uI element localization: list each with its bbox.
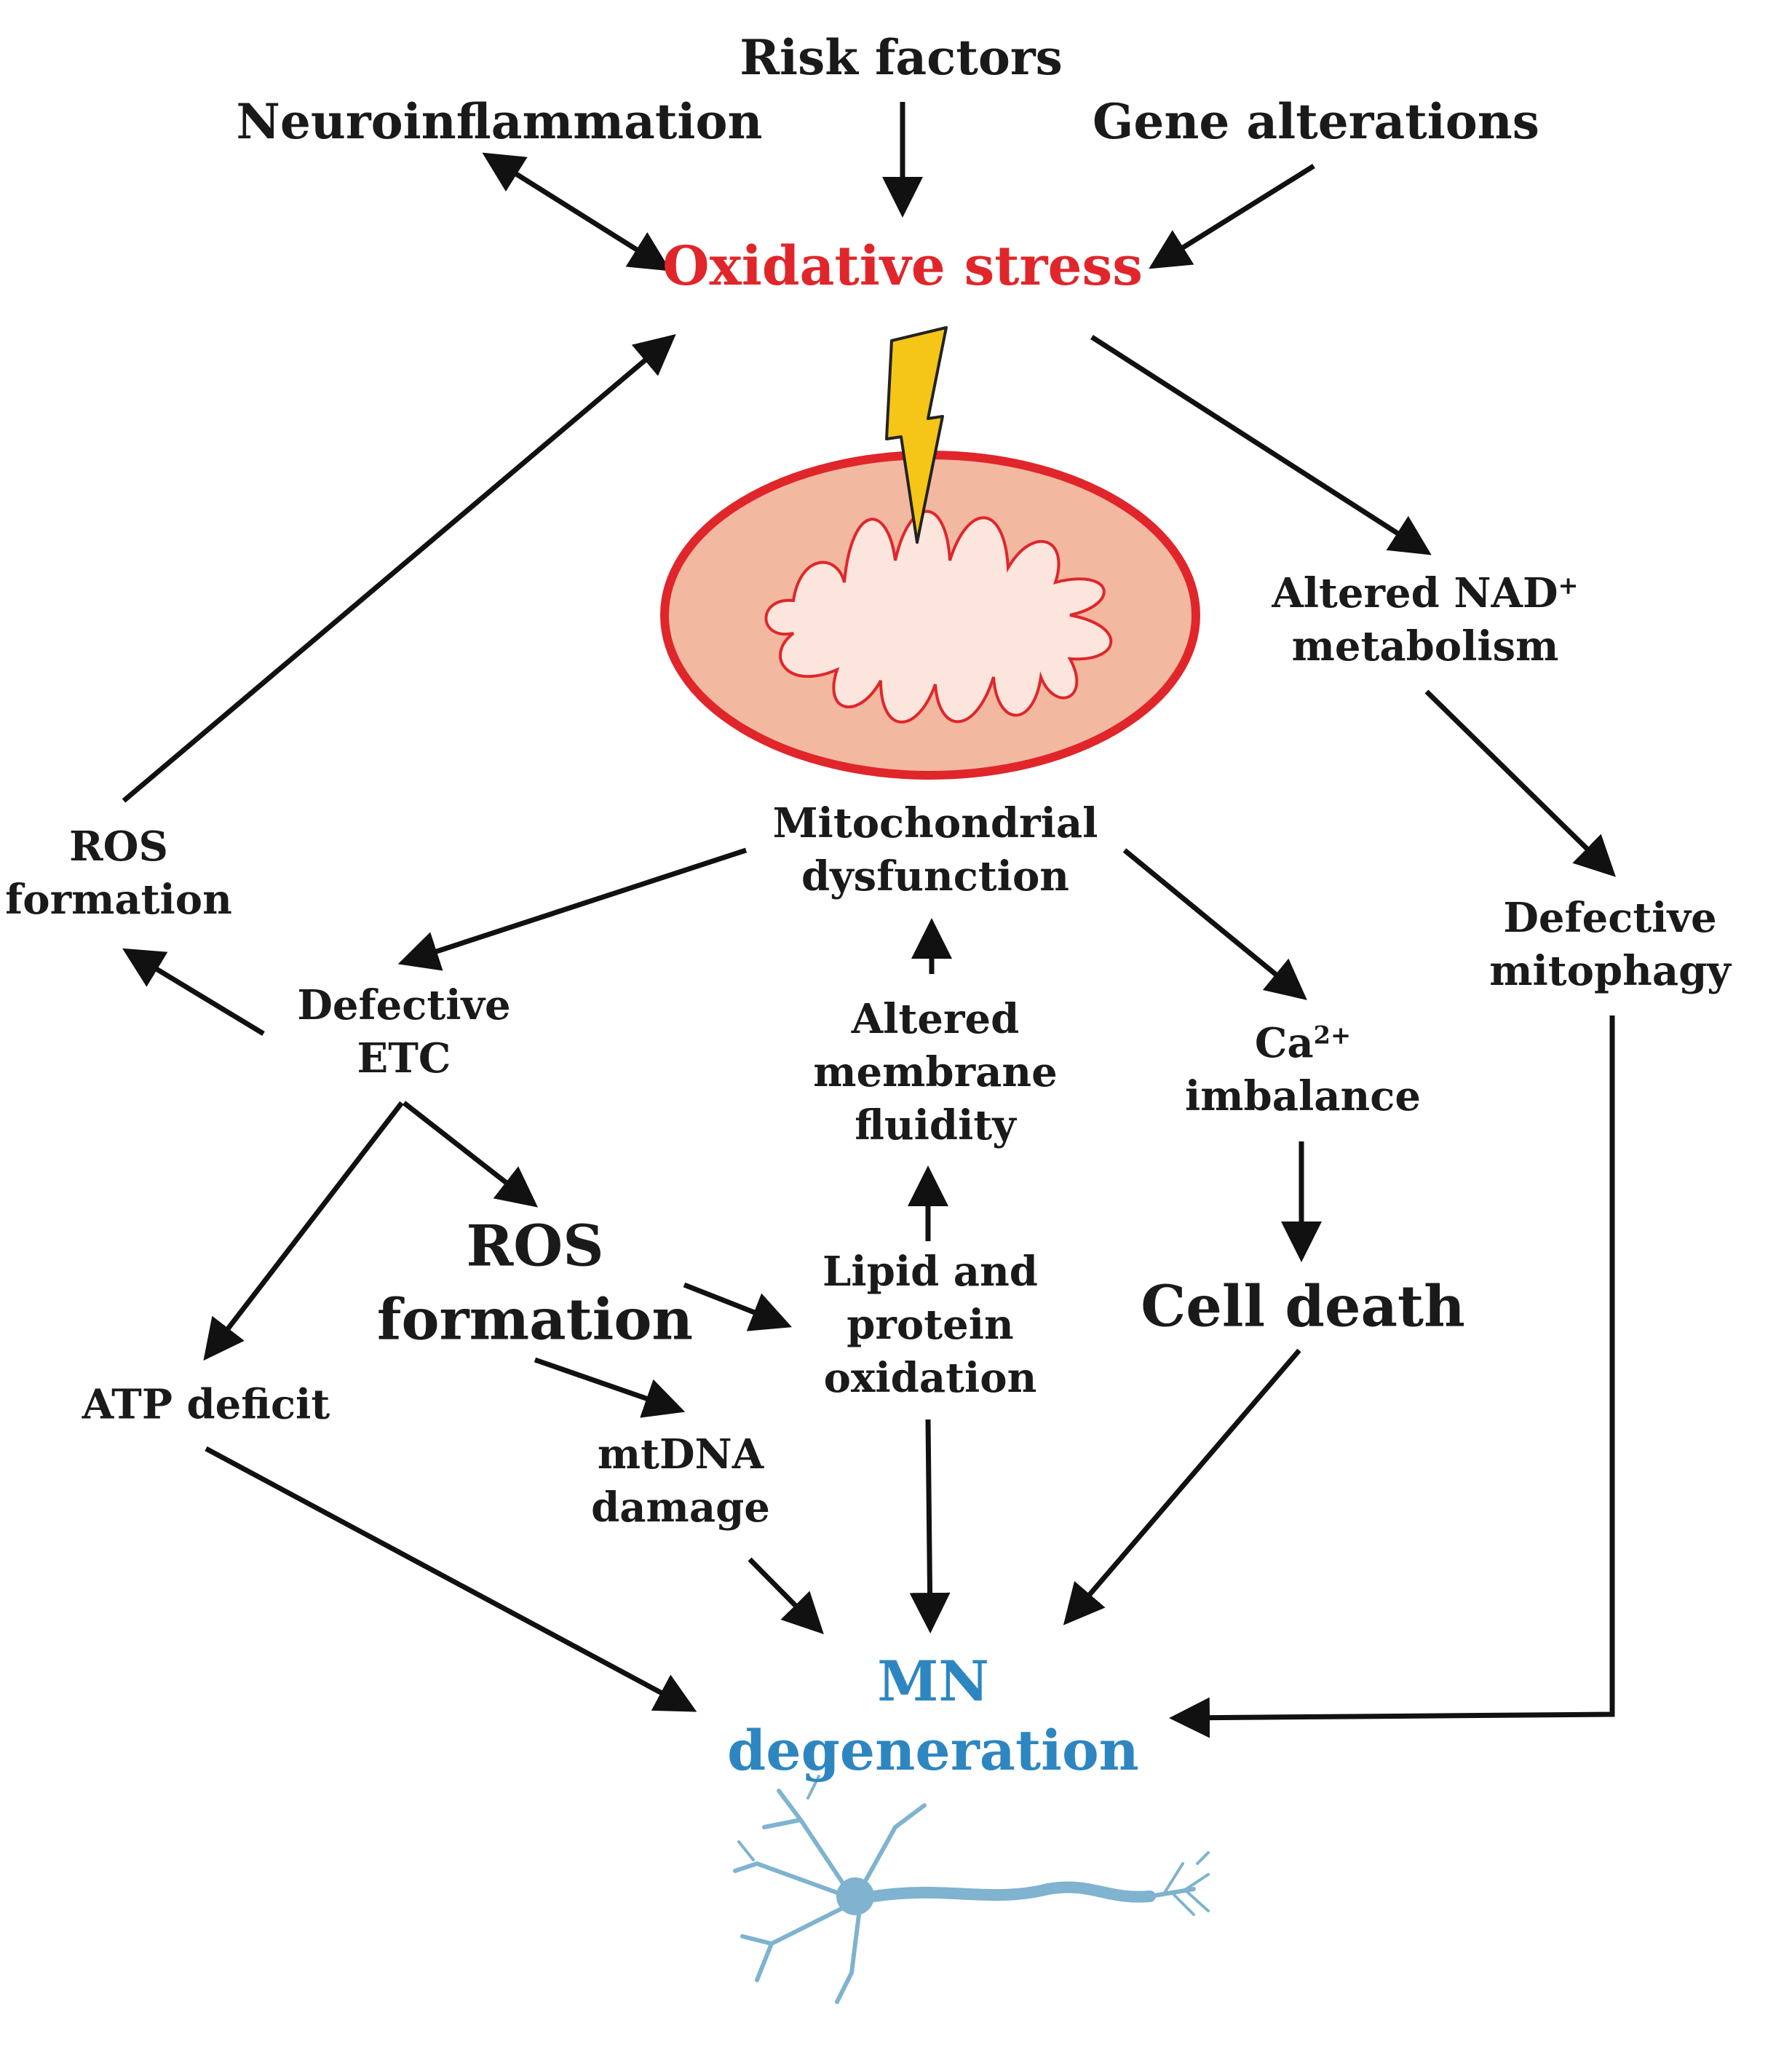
arrow-celldeath-to-mn <box>1063 1348 1301 1626</box>
node-mtdna-damage: mtDNA damage <box>591 1430 770 1532</box>
node-risk-factors: Risk factors <box>740 29 1063 87</box>
arrow-ros-top-to-oxidative <box>122 333 676 803</box>
node-ca-imbalance: Ca2+ imbalance <box>1185 1019 1421 1120</box>
node-gene-alterations: Gene alterations <box>1093 93 1539 151</box>
arrow-mitophagy-to-mn <box>1169 1015 1615 1738</box>
arrow-gene-to-oxidative <box>1149 164 1315 269</box>
node-neuroinflammation: Neuroinflammation <box>236 93 763 151</box>
node-defective-etc: Defective ETC <box>297 981 511 1082</box>
node-cell-death: Cell death <box>1141 1273 1465 1340</box>
arrow-atp-to-mn <box>205 1446 697 1712</box>
node-altered-nad-metabolism: Altered NAD+ metabolism <box>1272 569 1579 670</box>
arrow-ros-mid-to-lipid <box>683 1282 793 1331</box>
lightning-bolt-icon <box>885 326 948 544</box>
arrow-etc-to-ros-mid <box>402 1101 539 1208</box>
arrow-etc-to-atp <box>203 1101 404 1361</box>
arrow-mito-to-ca <box>1122 848 1307 1000</box>
arrow-oxidative-to-nad <box>1090 335 1432 555</box>
node-mitochondrial-dysfunction: Mitochondrial dysfunction <box>772 799 1098 900</box>
node-mn-degeneration: MN degeneration <box>727 1649 1139 1783</box>
node-lipid-protein-oxidation: Lipid and protein oxidation <box>822 1247 1038 1402</box>
node-ros-formation-mid: ROS formation <box>376 1213 694 1353</box>
node-altered-membrane-fluidity: Altered membrane fluidity <box>813 994 1058 1149</box>
mitochondrion-icon <box>660 451 1200 780</box>
arrow-ros-mid-to-mtdna <box>534 1357 686 1418</box>
node-ros-formation-top: ROS formation <box>5 823 232 924</box>
neuron-icon <box>733 1775 1210 2004</box>
node-oxidative-stress: Oxidative stress <box>662 234 1143 298</box>
arrow-mito-to-etc <box>397 847 748 971</box>
arrows <box>122 102 1616 1738</box>
arrow-mtdna-to-mn <box>748 1557 824 1634</box>
node-atp-deficit: ATP deficit <box>82 1380 330 1429</box>
arrow-lipid-to-mn <box>909 1419 951 1634</box>
arrow-neuro-oxidative <box>482 152 671 272</box>
arrow-nad-to-mitophagy <box>1424 689 1616 877</box>
arrow-etc-to-ros-top <box>122 948 265 1036</box>
node-defective-mitophagy: Defective mitophagy <box>1489 894 1731 995</box>
